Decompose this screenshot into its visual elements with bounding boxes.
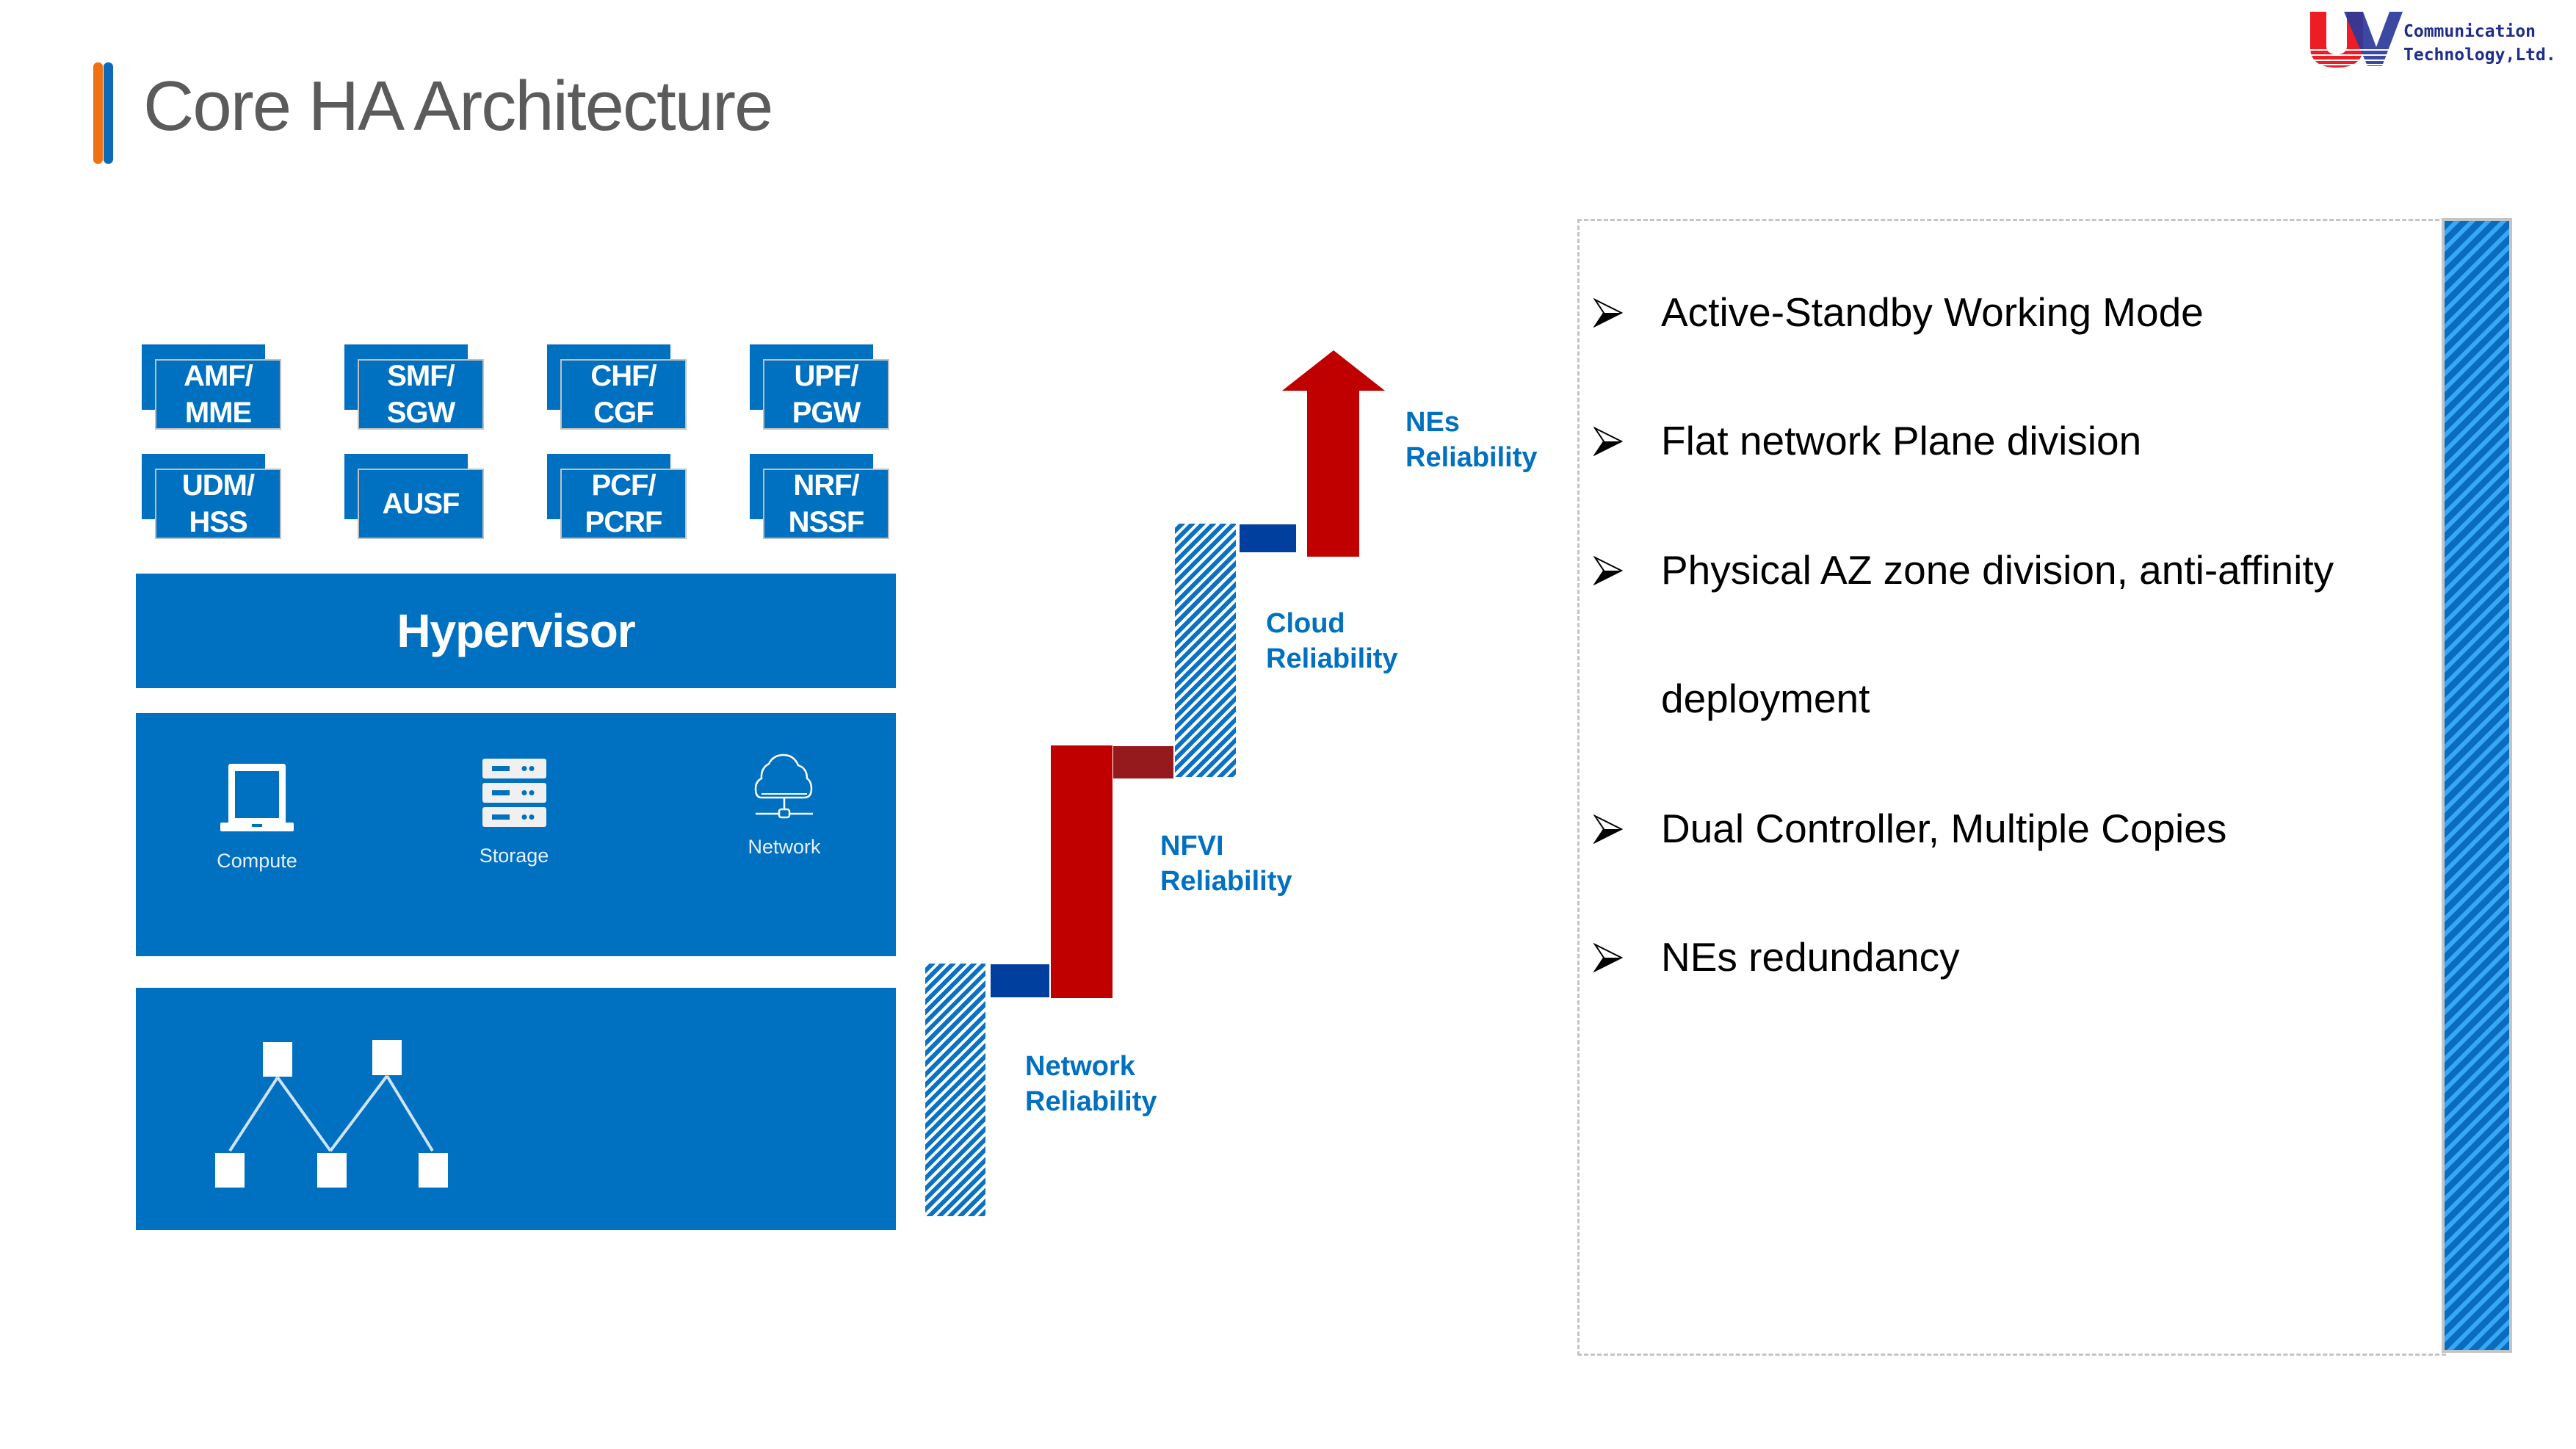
feature-item: Flat network Plane division bbox=[1593, 421, 2141, 461]
resource-layer: Compute Storage Network bbox=[136, 713, 896, 956]
topology-node bbox=[419, 1153, 448, 1188]
nf-tile-ausf: AUSF bbox=[344, 454, 484, 549]
topology-node bbox=[317, 1153, 347, 1188]
logo-line1: Communication bbox=[2403, 22, 2536, 41]
arrow-bullet-icon bbox=[1593, 814, 1623, 844]
topology-node bbox=[372, 1040, 402, 1075]
arrow-bullet-icon bbox=[1593, 426, 1623, 456]
laptop-icon bbox=[220, 764, 294, 831]
feature-item: Physical AZ zone division, anti-affinity bbox=[1593, 550, 2334, 590]
nf-tile-nrf-nssf: NRF/NSSF bbox=[750, 454, 889, 549]
logo-line2: Technology,Ltd. bbox=[2403, 46, 2556, 65]
server-stack-icon bbox=[482, 759, 546, 827]
network-step-block bbox=[991, 964, 1049, 997]
nf-tile-chf-cgf: CHF/CGF bbox=[547, 344, 687, 440]
network-topology-icon bbox=[215, 1040, 448, 1188]
feature-item-continuation: deployment bbox=[1661, 679, 1870, 719]
arrow-bullet-icon bbox=[1593, 942, 1623, 972]
nfvi-reliability-bar bbox=[1051, 745, 1112, 998]
feature-text: Flat network Plane division bbox=[1661, 418, 2142, 463]
hypervisor-layer: Hypervisor bbox=[136, 574, 896, 688]
nes-reliability-arrow-icon bbox=[1282, 350, 1385, 557]
arrow-bullet-icon bbox=[1593, 297, 1623, 328]
feature-item: NEs redundancy bbox=[1593, 937, 1960, 978]
cloud-step-block bbox=[1240, 524, 1296, 552]
arrow-bullet-icon bbox=[1593, 555, 1623, 585]
resource-compute: Compute bbox=[202, 761, 312, 872]
company-logo: Communication Technology,Ltd. bbox=[2306, 9, 2570, 71]
feature-item: Dual Controller, Multiple Copies bbox=[1593, 809, 2226, 849]
features-panel bbox=[1577, 219, 2446, 1356]
infrastructure-layer bbox=[136, 988, 896, 1230]
panel-decorative-stripe bbox=[2442, 218, 2512, 1353]
nf-tile-amf-mme: AMF/MME bbox=[142, 344, 281, 440]
feature-item: Active-Standby Working Mode bbox=[1593, 292, 2204, 333]
feature-text: NEs redundancy bbox=[1661, 934, 1960, 980]
topology-node bbox=[263, 1042, 292, 1077]
title-accent-bar-orange bbox=[93, 62, 103, 164]
feature-text: deployment bbox=[1661, 676, 1870, 721]
cloud-network-icon bbox=[754, 754, 813, 819]
feature-text: Dual Controller, Multiple Copies bbox=[1661, 806, 2227, 851]
nfvi-step-block bbox=[1113, 746, 1173, 778]
cloud-reliability-column bbox=[1175, 524, 1236, 777]
resource-storage-label: Storage bbox=[479, 845, 549, 867]
nf-tile-udm-hss: UDM/HSS bbox=[142, 454, 281, 549]
network-reliability-column bbox=[925, 964, 985, 1216]
resource-network-label: Network bbox=[748, 836, 821, 858]
page-title: Core HA Architecture bbox=[143, 67, 773, 145]
nf-tile-upf-pgw: UPF/PGW bbox=[750, 344, 889, 440]
topology-node bbox=[215, 1153, 245, 1188]
resource-network: Network bbox=[729, 754, 839, 859]
feature-text: Physical AZ zone division, anti-affinity bbox=[1661, 547, 2334, 593]
resource-compute-label: Compute bbox=[217, 850, 297, 872]
title-accent-bar-blue bbox=[104, 62, 113, 164]
uv-logo-mark-icon bbox=[2310, 12, 2403, 68]
nf-tile-pcf-pcrf: PCF/PCRF bbox=[547, 454, 687, 549]
feature-text: Active-Standby Working Mode bbox=[1661, 289, 2204, 335]
resource-storage: Storage bbox=[459, 757, 569, 867]
hypervisor-label: Hypervisor bbox=[397, 604, 635, 657]
nf-tile-smf-sgw: SMF/SGW bbox=[344, 344, 484, 440]
